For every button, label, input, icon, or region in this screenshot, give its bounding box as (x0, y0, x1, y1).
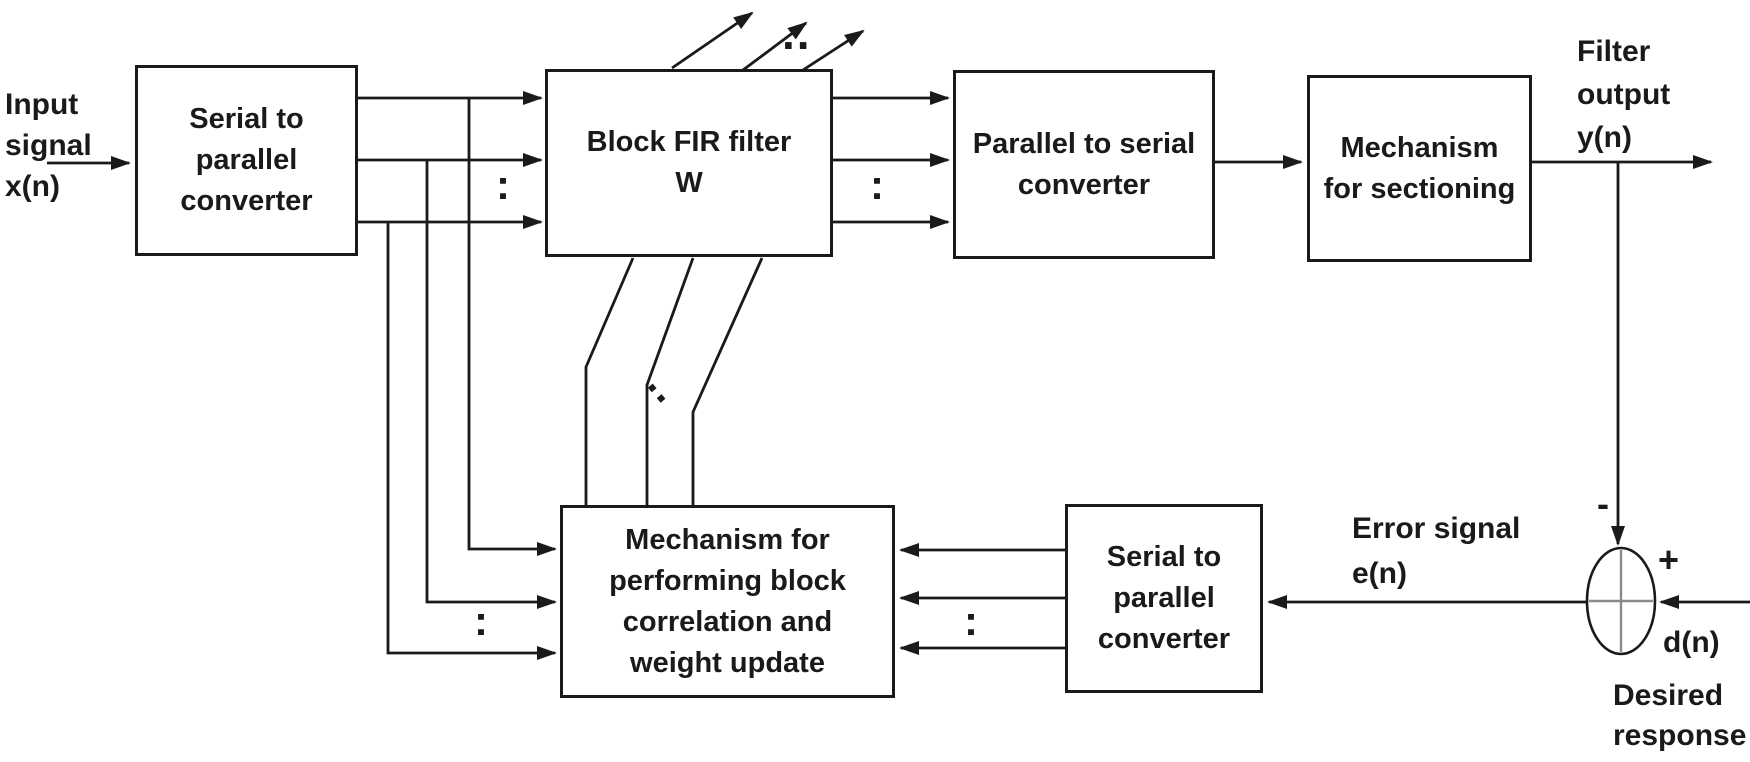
label-filter-output: Filter output y(n) (1577, 35, 1671, 154)
connector-s2p-to-correlation (899, 543, 1065, 655)
label-desired-response: Desired response (1613, 679, 1747, 752)
ellipsis-fir-top-arrows: .. (782, 7, 812, 59)
connector-fir-to-p2s (833, 91, 950, 229)
connector-s2p-to-fir (357, 91, 543, 229)
box-mechanism-for-sectioning-label: Mechanism for sectioning (1323, 131, 1516, 205)
box-parallel-to-serial-label: Parallel to serial converter (972, 127, 1196, 201)
connector-fir-to-correlation (584, 257, 764, 506)
box-block-correlation-weight-update: Mechanism for performing block correlati… (560, 505, 895, 698)
ellipsis-correlation-inputs: : (474, 597, 490, 644)
ellipsis-s2p-bottom-outputs: : (964, 597, 980, 644)
minus-sign: - (1597, 483, 1609, 524)
box-serial-to-parallel-bottom: Serial to parallel converter (1065, 504, 1263, 693)
box-serial-to-parallel-top-label: Serial to parallel converter (180, 103, 313, 217)
ellipsis-fir-inputs: : (496, 161, 512, 208)
box-mechanism-for-sectioning: Mechanism for sectioning (1307, 75, 1532, 262)
connector-filter-output (1532, 155, 1713, 546)
plus-sign: + (1658, 539, 1680, 580)
box-block-fir-filter-label: Block FIR filter W (586, 126, 792, 199)
connector-fir-top-arrows (671, 11, 865, 72)
box-block-correlation-weight-update-label: Mechanism for performing block correlati… (609, 523, 846, 679)
box-parallel-to-serial: Parallel to serial converter (953, 70, 1215, 259)
box-serial-to-parallel-top: Serial to parallel converter (135, 65, 358, 256)
summing-junction (1585, 546, 1657, 656)
label-input-signal: Input signal x(n) (5, 88, 92, 203)
label-error-signal: Error signal e(n) (1352, 512, 1521, 590)
ellipsis-fir-outputs: : (870, 161, 886, 208)
box-block-fir-filter: Block FIR filter W (545, 69, 833, 257)
connector-taps-to-correlation (386, 98, 557, 660)
label-dn: d(n) (1663, 626, 1720, 659)
box-serial-to-parallel-bottom-label: Serial to parallel converter (1097, 541, 1231, 655)
